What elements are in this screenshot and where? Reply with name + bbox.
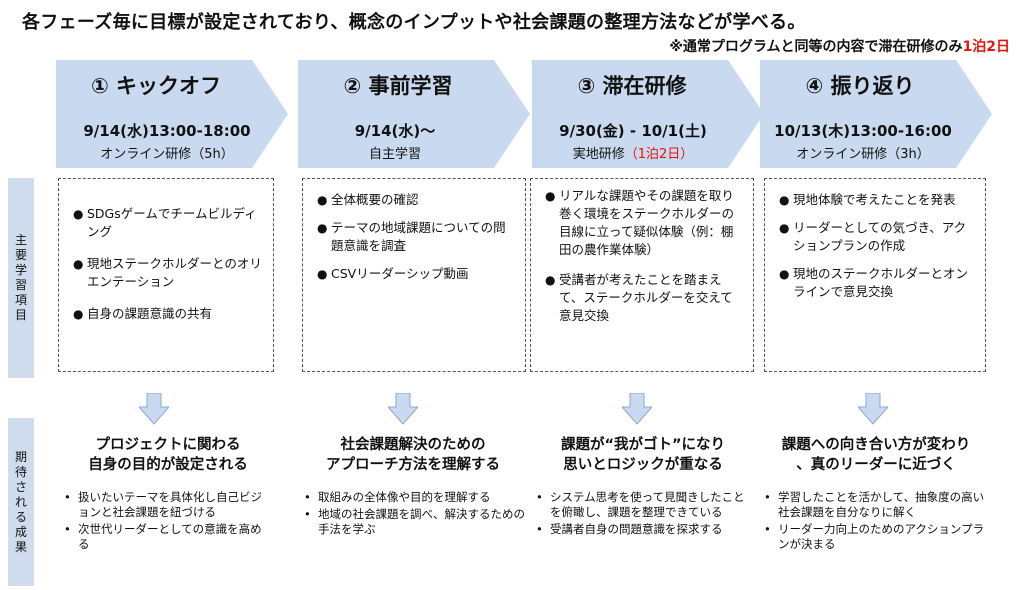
down-arrow-icon	[622, 393, 652, 425]
learning-box-4: 現地体験で考えたことを発表 リーダーとしての気づき、アクションプランの作成 現地…	[764, 178, 986, 372]
learning-item: SDGsゲームでチームビルディング	[73, 205, 265, 241]
phase-title: ② 事前学習	[343, 74, 453, 98]
result-item: 取組みの全体像や目的を理解する	[300, 490, 526, 505]
phase-header-2: ② 事前学習	[298, 60, 530, 168]
result-item: システム思考を使って見聞きしたことを俯瞰し、課題を整理できている	[532, 490, 754, 520]
result-title-1: プロジェクトに関わる 自身の目的が設定される	[58, 435, 278, 475]
phase-header-4: ④ 振り返り	[760, 60, 992, 168]
result-title-line: 、真のリーダーに近づく	[796, 457, 956, 473]
phase-arrow-shape	[760, 60, 992, 168]
learning-item: リアルな課題やその課題を取り巻く環境をステークホルダーの目線に立って疑似体験（例…	[545, 187, 745, 259]
learning-item: 現地ステークホルダーとのオリエンテーション	[73, 255, 265, 291]
result-list-1: 扱いたいテーマを具体化し自己ビジョンと社会課題を紐づける 次世代リーダーとしての…	[60, 490, 270, 552]
result-title-4: 課題への向き合い方が変わり 、真のリーダーに近づく	[758, 435, 994, 475]
page-note: ※通常プログラムと同等の内容で滞在研修のみ1泊2日	[669, 36, 1010, 56]
result-item: 受講者自身の問題意識を探求する	[532, 522, 754, 537]
phase-header-1: ① キックオフ	[56, 60, 288, 168]
side-label-main-text: 主要学習項目	[14, 233, 27, 322]
learning-item: 全体概要の確認	[317, 191, 517, 209]
result-item: 地域の社会課題を調べ、解決するための手法を学ぶ	[300, 507, 526, 537]
side-label-main: 主要学習項目	[8, 178, 34, 378]
learning-box-2: 全体概要の確認 テーマの地域課題についての問題意識を調査 CSVリーダーシップ動…	[302, 178, 526, 372]
phase-title: ① キックオフ	[90, 74, 222, 98]
phase-arrow-shape	[56, 60, 288, 168]
phase-title: ④ 振り返り	[805, 74, 915, 98]
side-label-result-text: 期待される成果	[14, 449, 27, 554]
learning-item: 現地のステークホルダーとオンラインで意見交換	[779, 265, 977, 301]
result-item: リーダー力向上のためのアクションプランが決まる	[760, 522, 986, 552]
down-arrow-icon	[139, 393, 169, 425]
down-arrow-icon	[858, 393, 888, 425]
result-item: 次世代リーダーとしての意識を高める	[60, 522, 270, 552]
result-title-line: アプローチ方法を理解する	[326, 457, 500, 473]
result-title-3: 課題が“我がゴト”になり 思いとロジックが重なる	[530, 435, 756, 475]
result-title-line: 課題が“我がゴト”になり	[560, 437, 726, 453]
learning-item: 自身の課題意識の共有	[73, 305, 265, 323]
learning-box-3: リアルな課題やその課題を取り巻く環境をステークホルダーの目線に立って疑似体験（例…	[530, 178, 754, 372]
result-list-2: 取組みの全体像や目的を理解する 地域の社会課題を調べ、解決するための手法を学ぶ	[300, 490, 526, 537]
result-title-line: 思いとロジックが重なる	[563, 457, 723, 473]
learning-item: 受講者が考えたことを踏まえて、ステークホルダーを交えて意見交換	[545, 271, 745, 325]
result-title-2: 社会課題解決のための アプローチ方法を理解する	[300, 435, 526, 475]
result-item: 学習したことを活かして、抽象度の高い社会課題を自分なりに解く	[760, 490, 986, 520]
phase-arrow-shape	[532, 60, 764, 168]
learning-item: CSVリーダーシップ動画	[317, 265, 517, 283]
learning-item: リーダーとしての気づき、アクションプランの作成	[779, 219, 977, 255]
result-list-4: 学習したことを活かして、抽象度の高い社会課題を自分なりに解く リーダー力向上のた…	[760, 490, 986, 552]
learning-item: テーマの地域課題についての問題意識を調査	[317, 219, 517, 255]
down-arrow-icon	[388, 393, 418, 425]
result-item: 扱いたいテーマを具体化し自己ビジョンと社会課題を紐づける	[60, 490, 270, 520]
result-title-line: 社会課題解決のための	[340, 437, 486, 453]
learning-box-1: SDGsゲームでチームビルディング 現地ステークホルダーとのオリエンテーション …	[58, 178, 274, 372]
page-title: 各フェーズ毎に目標が設定されており、概念のインプットや社会課題の整理方法などが学…	[22, 12, 806, 33]
result-title-line: 自身の目的が設定される	[88, 457, 248, 473]
result-list-3: システム思考を使って見聞きしたことを俯瞰し、課題を整理できている 受講者自身の問…	[532, 490, 754, 537]
side-label-result: 期待される成果	[8, 418, 34, 586]
result-title-line: 課題への向き合い方が変わり	[781, 437, 971, 453]
phase-title: ③ 滞在研修	[577, 74, 687, 98]
note-text: ※通常プログラムと同等の内容で滞在研修のみ	[669, 39, 963, 55]
learning-item: 現地体験で考えたことを発表	[779, 191, 977, 209]
result-title-line: プロジェクトに関わる	[95, 437, 241, 453]
note-highlight: 1泊2日	[962, 39, 1010, 55]
phase-header-3: ③ 滞在研修	[532, 60, 764, 168]
phase-arrow-shape	[298, 60, 530, 168]
